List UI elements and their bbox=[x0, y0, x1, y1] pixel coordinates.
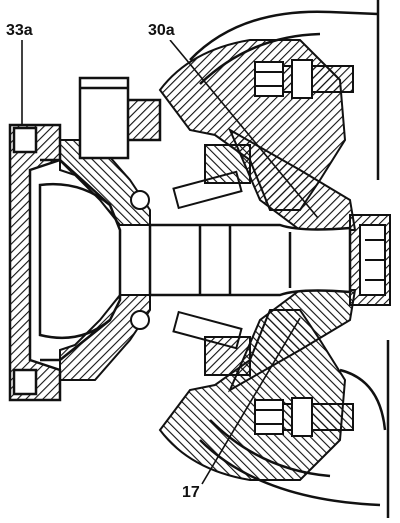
upper-bearing bbox=[130, 144, 251, 210]
callout-17: 17 bbox=[180, 484, 202, 502]
hub-body bbox=[59, 139, 151, 381]
callout-33a: 33a bbox=[4, 22, 35, 40]
brake-line-stub bbox=[78, 76, 162, 160]
lower-mounting-bolt bbox=[254, 397, 354, 437]
upper-mounting-bolt bbox=[254, 59, 354, 99]
leader-lines bbox=[21, 39, 319, 485]
drive-shaft bbox=[148, 223, 352, 297]
hub-flange bbox=[8, 123, 62, 402]
splined-joint bbox=[349, 214, 391, 306]
callout-30a: 30a bbox=[146, 22, 177, 40]
right-edge-lines bbox=[376, 0, 390, 518]
lower-bearing bbox=[130, 310, 251, 376]
